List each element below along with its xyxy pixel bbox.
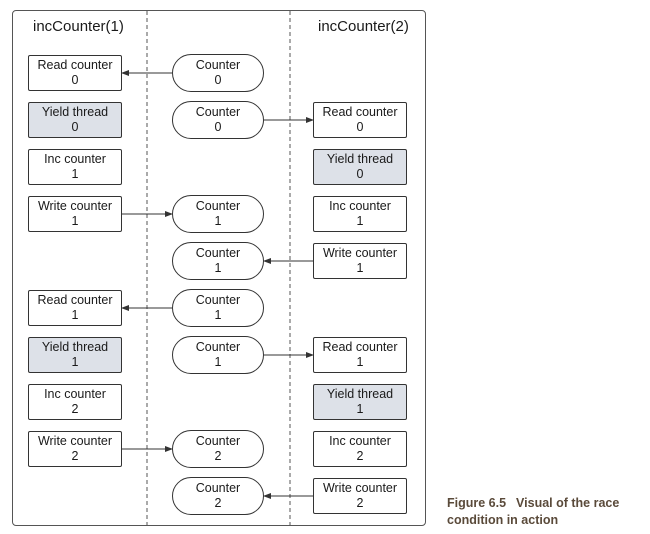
left-step-1-label: Yield thread	[41, 105, 109, 119]
counter-state-8-value: 2	[214, 449, 222, 463]
counter-state-6-value: 1	[214, 355, 222, 369]
counter-state-5-value: 1	[214, 308, 222, 322]
right-step-8-value: 2	[356, 449, 364, 463]
right-step-4-value: 1	[356, 261, 364, 275]
right-step-1-value: 0	[356, 120, 364, 134]
diagram-frame	[12, 10, 426, 526]
counter-state-1-label: Counter	[195, 105, 241, 119]
left-step-1-value: 0	[71, 120, 79, 134]
right-step-3-label: Inc counter	[329, 199, 391, 213]
counter-state-6-label: Counter	[195, 340, 241, 354]
left-step-8-value: 2	[71, 449, 79, 463]
counter-state-3-label: Counter	[195, 199, 241, 213]
right-step-8-label: Inc counter	[329, 434, 391, 448]
right-step-9-value: 2	[356, 496, 364, 510]
left-step-7-label: Inc counter	[44, 387, 106, 401]
right-step-6-label: Read counter	[322, 340, 398, 354]
right-step-7-label: Yield thread	[326, 387, 394, 401]
left-step-8-label: Write counter	[37, 434, 113, 448]
counter-state-0-label: Counter	[195, 58, 241, 72]
right-step-2-value: 0	[356, 167, 364, 181]
left-step-6-value: 1	[71, 355, 79, 369]
right-step-6-value: 1	[356, 355, 364, 369]
counter-state-9-value: 2	[214, 496, 222, 510]
counter-state-9-label: Counter	[195, 481, 241, 495]
counter-state-3-value: 1	[214, 214, 222, 228]
left-step-2-value: 1	[71, 167, 79, 181]
right-step-7-value: 1	[356, 402, 364, 416]
left-step-6-label: Yield thread	[41, 340, 109, 354]
left-step-0-value: 0	[71, 73, 79, 87]
right-step-4-label: Write counter	[322, 246, 398, 260]
left-column-title: incCounter(1)	[33, 18, 124, 35]
counter-state-4-label: Counter	[195, 246, 241, 260]
right-step-1-label: Read counter	[322, 105, 398, 119]
caption-figure-number: Figure 6.5	[447, 496, 507, 510]
counter-state-1-value: 0	[214, 120, 222, 134]
left-step-2-label: Inc counter	[44, 152, 106, 166]
right-step-3-value: 1	[356, 214, 364, 228]
counter-state-0-value: 0	[214, 73, 222, 87]
counter-state-8-label: Counter	[195, 434, 241, 448]
left-step-0-label: Read counter	[37, 58, 113, 72]
caption-text-line2: condition in action	[447, 513, 559, 527]
left-step-7-value: 2	[71, 402, 79, 416]
caption-text-line1: Visual of the race	[516, 496, 620, 510]
right-column-title: incCounter(2)	[318, 18, 409, 35]
left-step-3-label: Write counter	[37, 199, 113, 213]
right-step-2-label: Yield thread	[326, 152, 394, 166]
figure-caption: Figure 6.5 Visual of the race condition i…	[447, 495, 647, 529]
right-step-9-label: Write counter	[322, 481, 398, 495]
counter-state-4-value: 1	[214, 261, 222, 275]
left-step-3-value: 1	[71, 214, 79, 228]
left-step-5-label: Read counter	[37, 293, 113, 307]
left-step-5-value: 1	[71, 308, 79, 322]
counter-state-5-label: Counter	[195, 293, 241, 307]
